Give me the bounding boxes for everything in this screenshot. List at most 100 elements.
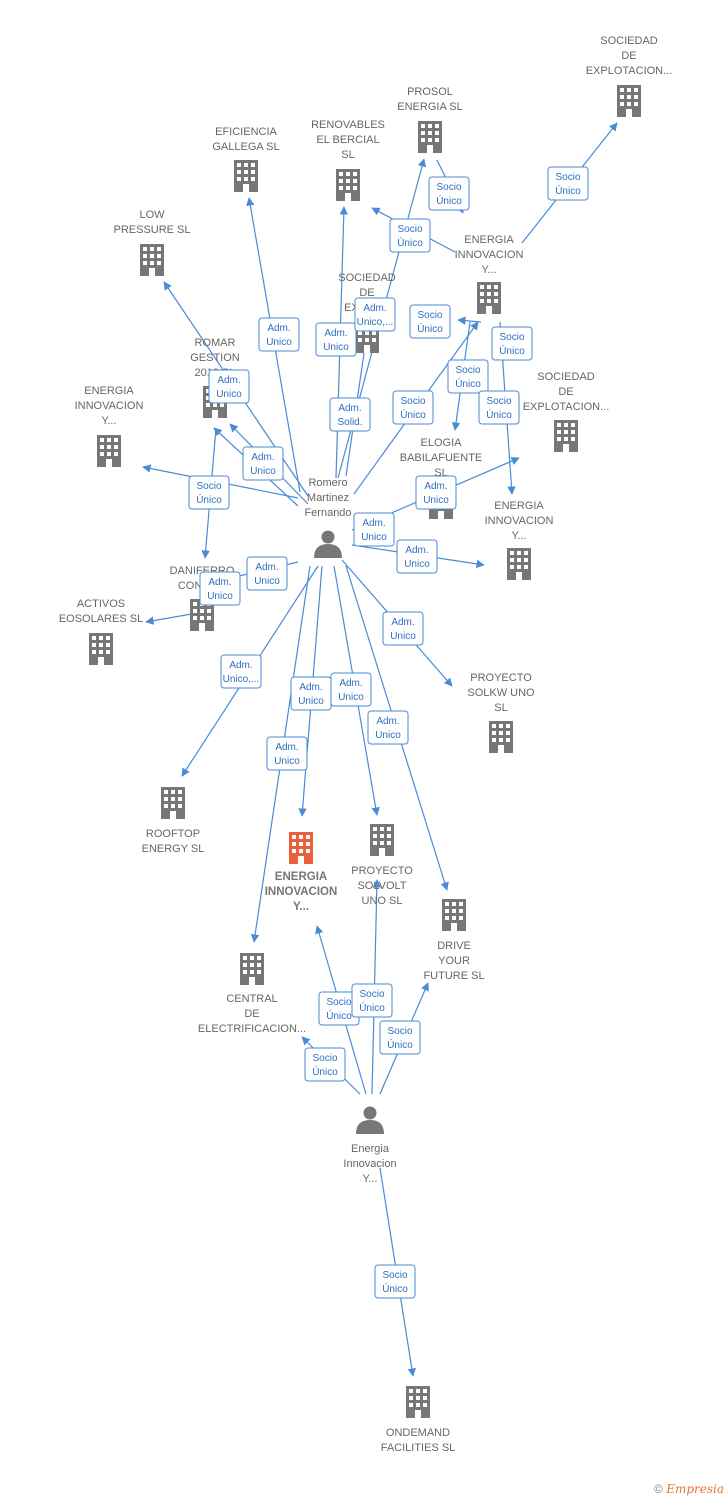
node-label-line: CENTRAL [226, 993, 277, 1005]
node-central[interactable]: CENTRALDEELECTRIFICACION... [198, 953, 306, 1035]
relation-badge-text: Único [436, 194, 462, 207]
relation-badge[interactable]: Adm.Unico,... [354, 297, 396, 332]
relation-badge-text: Adm. [217, 375, 240, 386]
relation-badge-text: Adm. [255, 562, 278, 573]
node-label-line: Y... [362, 1173, 377, 1185]
node-energia_person[interactable]: EnergiaInnovacionY... [343, 1106, 397, 1186]
relation-badge[interactable]: Adm.Unico [367, 710, 409, 745]
node-energia_innov_focus[interactable]: ENERGIAINNOVACIONY... [265, 832, 338, 913]
relation-badge-text: Único [397, 236, 423, 249]
relation-badge-text: Adm. [275, 742, 298, 753]
node-label-line: SOLKW UNO [467, 687, 535, 699]
node-label-line: ENERGIA [464, 234, 514, 246]
node-label-line: GALLEGA SL [212, 141, 279, 153]
relation-badge-text: Único [400, 408, 426, 421]
relation-badge-box [409, 304, 451, 339]
node-label-line: ELOGIA [421, 437, 463, 449]
relation-badge[interactable]: Adm.Unico,... [220, 654, 262, 689]
node-label-line: PROYECTO [470, 672, 532, 684]
node-label-line: PRESSURE SL [113, 224, 190, 236]
relation-badge[interactable]: Adm.Unico [330, 672, 372, 707]
relation-badge[interactable]: Adm.Unico [258, 317, 300, 352]
relation-badge[interactable]: Adm.Solid. [329, 397, 371, 432]
relation-badge-text: Socio [417, 310, 442, 321]
relation-badge-box [447, 359, 489, 394]
node-label-line: ENERGIA [494, 500, 544, 512]
node-energia_innov_left[interactable]: ENERGIAINNOVACIONY... [75, 385, 144, 467]
node-energia_innov_top[interactable]: ENERGIAINNOVACIONY... [455, 234, 524, 314]
relation-badge[interactable]: Adm.Unico [266, 736, 308, 771]
relation-badge-text: Unico,... [223, 674, 260, 685]
node-label-line: Romero [308, 477, 347, 489]
relation-badge-box [374, 1264, 416, 1299]
relation-badge-text: Unico [323, 342, 349, 353]
relation-badge[interactable]: Adm.Unico [315, 322, 357, 357]
relation-badge-text: Unico [423, 495, 449, 506]
building-icon [489, 721, 513, 753]
node-soc_expl_right[interactable]: SOCIEDADDEEXPLOTACION... [523, 371, 610, 452]
node-label-line: SOCIEDAD [338, 272, 396, 284]
relation-badge[interactable]: Adm.Unico [242, 446, 284, 481]
relation-badge[interactable]: Adm.Unico [246, 556, 288, 591]
relation-badge[interactable]: Adm.Unico [208, 369, 250, 404]
relation-badge[interactable]: Adm.Unico [353, 512, 395, 547]
node-label-line: FACILITIES SL [381, 1442, 456, 1454]
relation-badge-box [392, 390, 434, 425]
relation-badge-text: Unico [390, 631, 416, 642]
relation-badge-text: Adm. [391, 617, 414, 628]
relation-badge-text: Único [359, 1001, 385, 1014]
node-label-line: EFICIENCIA [215, 126, 277, 138]
building-icon [89, 633, 113, 665]
building-icon [289, 832, 313, 864]
node-eficiencia[interactable]: EFICIENCIA GALLEGA SL [212, 126, 280, 192]
node-label-line: UNO SL [362, 895, 403, 907]
node-proyecto_solkw[interactable]: PROYECTO SOLKW UNO SL [467, 672, 535, 753]
relation-badge[interactable]: Adm.Unico [415, 475, 457, 510]
node-label-line: INNOVACION [265, 886, 338, 898]
relation-badge[interactable]: Adm.Unico [199, 571, 241, 606]
relation-badge-box [304, 1047, 346, 1082]
relation-badge-text: Socio [196, 481, 221, 492]
relation-badge-text: Único [499, 344, 525, 357]
building-icon [161, 787, 185, 819]
relation-badge-text: Socio [397, 224, 422, 235]
relation-badge[interactable]: Adm.Unico [396, 539, 438, 574]
relation-badge-text: Único [486, 408, 512, 421]
relation-badge[interactable]: Adm.Unico [290, 676, 332, 711]
brand-logo[interactable]: Empresia [666, 1482, 724, 1496]
node-energia_innov_right[interactable]: ENERGIAINNOVACIONY... [485, 500, 554, 580]
node-label-line: SOCIEDAD [600, 35, 658, 47]
node-label-line: Y... [511, 530, 526, 542]
building-icon [234, 160, 258, 192]
relation-badge-text: Único [555, 184, 581, 197]
relation-badge-box [415, 475, 457, 510]
node-label-line: ENERGIA [84, 385, 134, 397]
node-soc_expl_top[interactable]: SOCIEDADDEEXPLOTACION... [586, 35, 673, 117]
building-icon [336, 169, 360, 201]
relation-badge[interactable]: Adm. Unico [382, 611, 424, 646]
node-label-line: SL [494, 702, 507, 714]
